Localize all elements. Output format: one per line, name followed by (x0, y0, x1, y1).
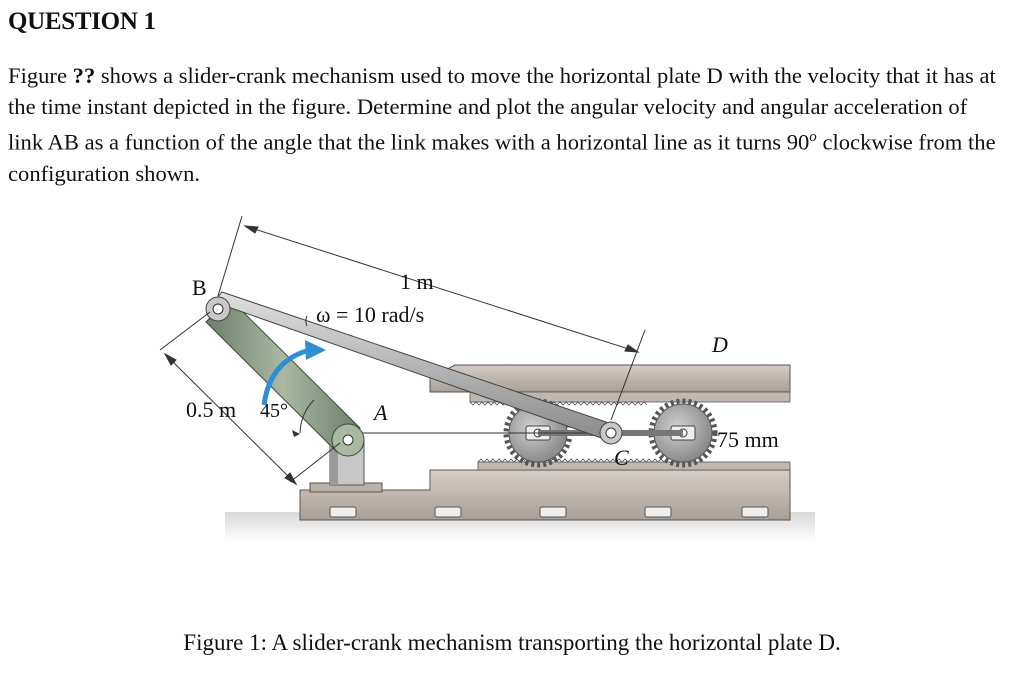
label-a: A (372, 400, 388, 425)
label-length-bc: 1 m (400, 269, 434, 294)
problem-text-2: shows a slider-crank mechanism used to m… (8, 63, 996, 155)
label-b: B (192, 275, 207, 300)
dimension-1m (217, 215, 646, 421)
problem-statement: Figure ?? shows a slider-crank mechanism… (8, 60, 1008, 189)
dimension-0-5m (159, 311, 341, 486)
problem-text-1: Figure (8, 63, 73, 88)
label-d: D (711, 332, 728, 357)
angle-arc (299, 399, 315, 434)
base-block (299, 469, 791, 521)
problem-text-3: clockwise from the configuration shown. (8, 129, 996, 186)
omega-arrow (261, 315, 326, 406)
plate-d (429, 364, 791, 406)
question-heading: QUESTION 1 (8, 8, 156, 35)
mechanism-diagram: B A C D 1 m ω = 10 rad/s 0.5 m 45° 75 mm (159, 215, 815, 542)
degree-superscript: o (809, 129, 817, 145)
label-length-ab: 0.5 m (186, 397, 236, 422)
label-c: C (614, 445, 629, 470)
figure-caption: Figure 1: A slider-crank mechanism trans… (183, 630, 841, 655)
figure-reference: ?? (72, 63, 96, 88)
label-angle: 45° (260, 400, 288, 422)
mechanism-figure: B A C D 1 m ω = 10 rad/s 0.5 m 45° 75 mm (155, 200, 815, 575)
label-radius: 75 mm (717, 427, 779, 452)
label-omega: ω = 10 rad/s (316, 302, 424, 327)
lower-rack (477, 458, 791, 471)
